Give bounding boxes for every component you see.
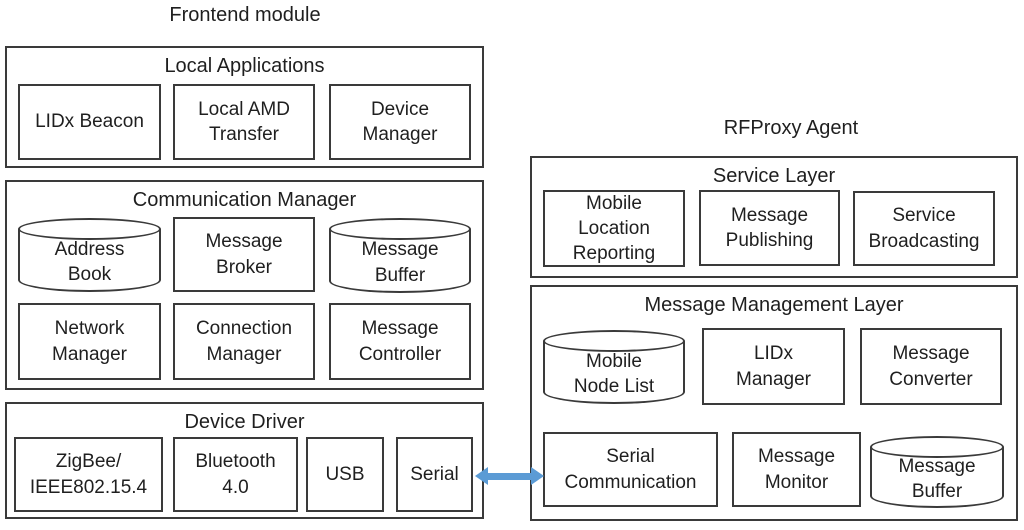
serial-box: Serial	[396, 437, 473, 512]
message-monitor-label-line2: Monitor	[764, 471, 829, 493]
service-layer-title: Service Layer	[712, 165, 836, 187]
usb-box: USB	[306, 437, 384, 512]
message-buffer-frontend-label-line1: Message	[361, 239, 439, 261]
cylinder-top-ellipse	[18, 218, 161, 240]
connection-manager-label-line1: Connection	[195, 318, 293, 340]
mobile-node-list-datastore-cylinder: Mobile Node List	[543, 330, 685, 404]
device-driver-title: Device Driver	[184, 411, 305, 433]
cylinder-top-ellipse	[870, 436, 1004, 458]
frontend-module-title: Frontend module	[169, 4, 321, 26]
message-converter-box: Message Converter	[860, 328, 1002, 405]
device-manager-label-line2: Manager	[362, 124, 438, 145]
mobile-node-list-label-line1: Mobile	[586, 350, 642, 372]
service-broadcasting-label-line2: Broadcasting	[868, 230, 980, 252]
message-controller-box: Message Controller	[329, 303, 471, 380]
mobile-location-reporting-box: Mobile Location Reporting	[543, 190, 685, 267]
message-converter-label-line1: Message	[892, 343, 970, 365]
message-publishing-label-line2: Publishing	[725, 230, 814, 251]
serial-communication-box: Serial Communication	[543, 432, 718, 507]
cylinder-top-ellipse	[329, 218, 471, 240]
lidx-beacon-label: LIDx Beacon	[35, 111, 144, 133]
serial-communication-label-line2: Communication	[564, 471, 697, 493]
rfproxy-agent-title: RFProxy Agent	[723, 117, 859, 139]
message-buffer-rfproxy-label-line1: Message	[898, 455, 976, 477]
service-broadcasting-label-line1: Service	[892, 205, 956, 227]
bluetooth-label-line1: Bluetooth	[195, 451, 276, 473]
message-monitor-label-line1: Message	[757, 446, 836, 468]
network-manager-label-line2: Manager	[52, 343, 127, 365]
message-broker-label-line1: Message	[205, 231, 283, 253]
zigbee-label-line1: ZigBee/	[55, 451, 122, 473]
serial-communication-label-line1: Serial	[606, 446, 655, 468]
message-converter-label-line2: Converter	[889, 368, 973, 390]
communication-manager-title: Communication Manager	[132, 189, 357, 211]
mobile-node-list-label-line2: Node List	[573, 376, 655, 397]
network-manager-box: Network Manager	[18, 303, 161, 380]
local-amd-transfer-label-line1: Local AMD	[198, 98, 290, 120]
message-controller-label-line2: Controller	[358, 343, 442, 365]
message-management-layer-title: Message Management Layer	[644, 294, 904, 316]
message-buffer-frontend-label-line2: Buffer	[374, 264, 426, 286]
message-broker-label-line2: Broker	[216, 256, 272, 278]
address-book-label-line1: Address	[54, 238, 125, 260]
service-broadcasting-box: Service Broadcasting	[853, 191, 995, 266]
message-controller-label-line1: Message	[361, 318, 439, 340]
serial-link-double-arrow	[475, 467, 544, 485]
serial-label: Serial	[410, 463, 459, 485]
message-broker-box: Message Broker	[173, 217, 315, 292]
lidx-manager-box: LIDx Manager	[702, 328, 845, 405]
arrow-head-left-icon	[475, 467, 488, 485]
mobile-location-reporting-label-line1: Mobile	[586, 192, 642, 214]
address-book-label-line2: Book	[67, 264, 112, 285]
device-manager-box: Device Manager	[329, 84, 471, 160]
local-amd-transfer-label-line2: Transfer	[208, 124, 280, 145]
lidx-beacon-box: LIDx Beacon	[18, 84, 161, 160]
usb-label: USB	[325, 463, 365, 485]
network-manager-label-line1: Network	[54, 318, 125, 340]
connection-manager-label-line2: Manager	[206, 343, 282, 365]
mobile-location-reporting-label-line3: Reporting	[572, 243, 656, 265]
bluetooth-box: Bluetooth 4.0	[173, 437, 298, 512]
message-publishing-label-line1: Message	[730, 204, 809, 226]
zigbee-label-line2: IEEE802.15.4	[29, 476, 148, 498]
connection-manager-box: Connection Manager	[173, 303, 315, 380]
lidx-manager-label-line2: Manager	[736, 368, 811, 390]
device-manager-label-line1: Device	[370, 98, 430, 120]
address-book-datastore-cylinder: Address Book	[18, 218, 161, 292]
arrow-head-right-icon	[531, 467, 544, 485]
arrow-shaft	[486, 473, 533, 480]
mobile-location-reporting-label-line2: Location	[578, 217, 650, 239]
cylinder-top-ellipse	[543, 330, 685, 352]
bluetooth-label-line2: 4.0	[222, 476, 249, 498]
local-applications-title: Local Applications	[164, 55, 325, 77]
message-publishing-box: Message Publishing	[699, 190, 840, 266]
lidx-manager-label-line1: LIDx	[753, 343, 794, 365]
message-buffer-frontend-datastore-cylinder: Message Buffer	[329, 218, 471, 293]
message-buffer-rfproxy-label-line2: Buffer	[911, 481, 963, 502]
message-buffer-rfproxy-datastore-cylinder: Message Buffer	[870, 436, 1004, 508]
zigbee-box: ZigBee/ IEEE802.15.4	[14, 437, 163, 512]
message-monitor-box: Message Monitor	[732, 432, 861, 507]
local-amd-transfer-box: Local AMD Transfer	[173, 84, 315, 160]
